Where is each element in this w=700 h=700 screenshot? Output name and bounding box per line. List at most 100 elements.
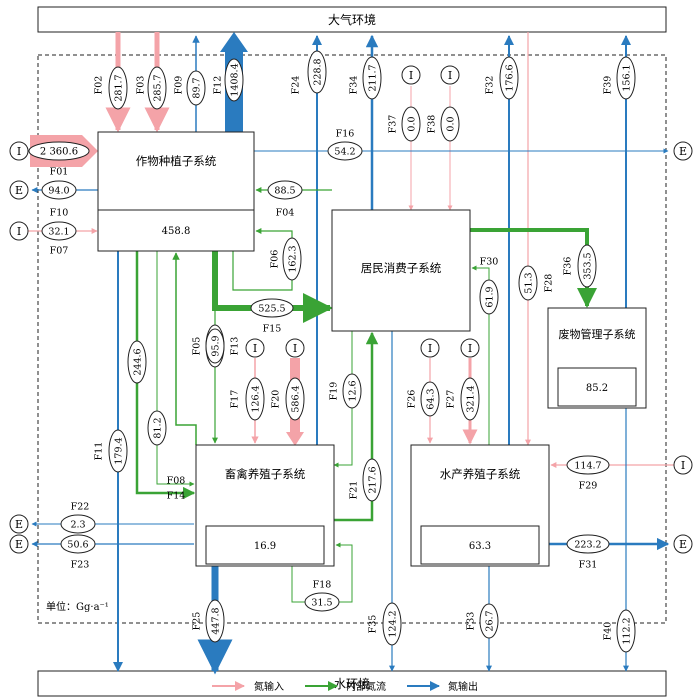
flow-f01-label: 2 360.6 [28,141,90,161]
flow-f34-label: 211.7 [362,56,382,100]
io-nodes: I E I E E E I E I I I I I I [9,65,693,554]
input-node: I [17,145,21,158]
flow-f14-arrow [135,251,196,500]
flow-f18-label: 31.5 [304,592,340,612]
flow-value-ellipse [186,70,206,106]
flow-value: 31.5 [311,598,332,609]
flow-f30-label: 61.9 [479,279,499,315]
flow-value: 447.8 [211,607,222,634]
flow-value-ellipse [479,603,499,639]
aquaculture-subsystem-title: 水产养殖子系统 [440,467,521,481]
flow-f23-label: 50.6 [60,534,96,554]
flow-id-f38: F38 [427,115,438,134]
flow-id-f09: F09 [174,76,185,95]
flow-f08-arrow [156,251,195,487]
flow-value: 12.6 [348,380,359,401]
flow-f14-label: 244.6 [127,340,147,384]
flow-value: 114.7 [574,461,601,472]
flow-f36-label: 353.5 [577,244,597,288]
flow-f28-label: 51.3 [518,265,538,301]
flow-value-ellipse [60,514,96,534]
flow-id-f03: F03 [136,76,147,95]
flow-value-ellipse [28,141,90,161]
flow-value-ellipse [245,377,265,421]
flow-id-f31: F31 [579,560,598,571]
flow-value: 2 360.6 [40,147,78,158]
flow-value: 89.7 [192,77,203,98]
flow-f37-label: 0.0 [401,106,421,142]
flow-id-f19: F19 [329,382,340,401]
flow-id-f29: F29 [579,481,598,492]
water-environment-label: 水环境 [334,676,370,691]
flow-f33-label: 26.7 [479,603,499,639]
legend-output-label: 氮输出 [448,680,478,693]
livestock-stock-value: 16.9 [254,541,276,552]
flow-f02-label: 281.7 [108,66,128,110]
livestock-subsystem-title: 畜禽养殖子系统 [225,467,306,481]
flow-id-f39: F39 [603,76,614,95]
flow-f05-arrow [172,252,197,445]
flow-value-ellipse [108,429,128,473]
flow-value: 112.2 [622,617,633,644]
flow-f39-label: 156.1 [616,56,636,100]
flow-value-ellipse [342,373,362,409]
flow-id-f12: F12 [213,76,224,95]
flow-value-ellipse [127,340,147,384]
flow-value: 586.4 [291,385,302,412]
flow-value-ellipse [616,56,636,100]
flow-f04-label: 88.5 [267,180,303,200]
flow-value: 54.2 [334,147,355,158]
flow-id-f05: F05 [192,337,203,356]
flow-f25-label: 447.8 [205,599,225,643]
waste-subsystem: 废物管理子系统 85.2 [547,307,647,409]
flow-value: 32.1 [48,227,69,238]
flow-value: 244.6 [133,348,144,375]
flow-id-f13: F13 [230,337,241,356]
flow-id-f26: F26 [407,390,418,409]
flow-value-ellipse [566,455,610,475]
export-node: E [15,518,23,531]
flow-f40-label: 112.2 [616,609,636,653]
flow-value-ellipse [147,410,167,446]
flow-f29-label: 114.7 [566,455,610,475]
export-node: E [679,538,687,551]
flow-f13-label: 95.9 [205,328,225,364]
flow-id-f02: F02 [94,76,105,95]
flow-value-ellipse [382,602,402,646]
flow-f21-arrow [334,331,379,522]
flow-f22-label: 2.3 [60,514,96,534]
waste-stock-value: 85.2 [586,383,608,394]
flow-id-f15: F15 [263,324,282,335]
flow-f30-arrow [471,265,490,445]
waste-subsystem-title: 废物管理子系统 [559,327,636,341]
flow-f19-label: 12.6 [342,373,362,409]
export-node: E [15,538,23,551]
legend: 氮输入 内部氮流 氮输出 [212,680,478,693]
flow-id-f22: F22 [71,502,90,513]
flow-f15-label: 525.5 [250,298,294,318]
flow-value-ellipse [147,66,167,110]
flow-value: 95.9 [211,335,222,356]
flow-id-f35: F35 [368,615,379,634]
flow-labels: 2 360.6F01281.7F02285.7F0388.5F04183.1F0… [28,50,636,653]
flow-value: 156.1 [622,64,633,91]
legend-internal-label: 内部氮流 [346,680,386,693]
aquaculture-subsystem: 水产养殖子系统 63.3 [410,444,550,567]
legend-input-label: 氮输入 [254,680,284,693]
flow-value-ellipse [41,180,77,200]
flow-value: 50.6 [67,540,88,551]
flow-f31-label: 223.2 [566,534,610,554]
flow-id-f18: F18 [313,580,332,591]
flow-value-ellipse [224,58,244,102]
flow-value-ellipse [460,377,480,421]
flow-value-ellipse [577,244,597,288]
flow-f10-label: 94.0 [41,180,77,200]
flow-value-ellipse [304,592,340,612]
household-subsystem: 居民消费子系统 [331,209,471,332]
flow-id-f34: F34 [349,76,360,95]
flow-value-ellipse [205,599,225,643]
water-environment-box [37,670,667,697]
flow-value: 94.0 [48,186,69,197]
flow-value: 285.7 [153,74,164,101]
